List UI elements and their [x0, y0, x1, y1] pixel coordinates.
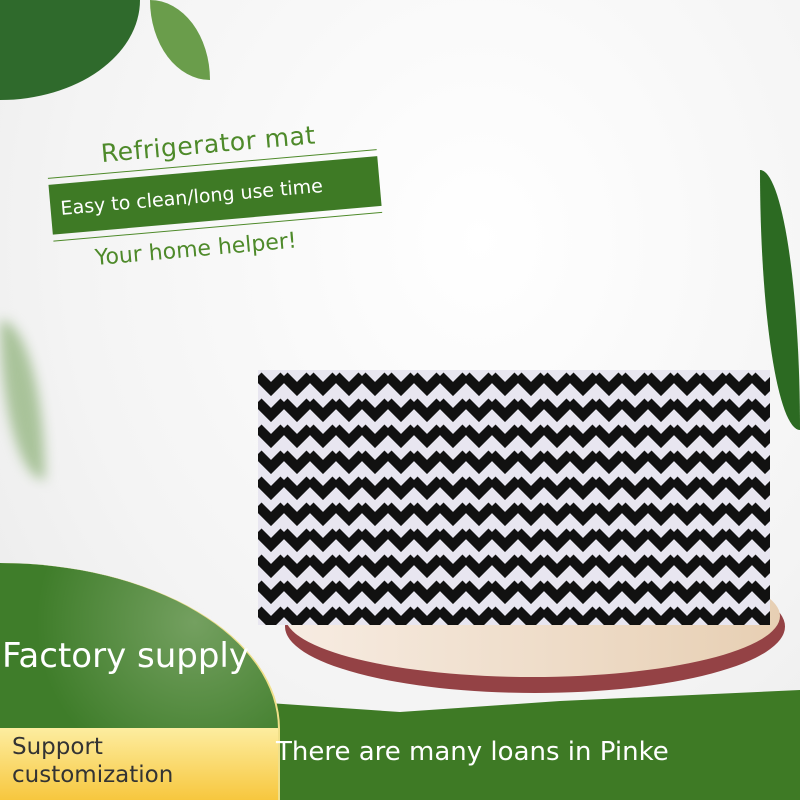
leaf-decoration-top-left [0, 0, 140, 100]
factory-supply-label: Factory supply [2, 636, 249, 676]
yellow-band [0, 728, 278, 800]
chevron-mat-image [258, 370, 770, 625]
feature-banner: Easy to clean/long use time [48, 156, 382, 235]
tagline: Your home helper! [93, 228, 298, 272]
footer-text: There are many loans in Pinke [276, 737, 669, 767]
green-badge-circle [0, 563, 280, 800]
support-customization-label: Support customization [12, 734, 174, 788]
title-block: Refrigerator mat Easy to clean/long use … [45, 116, 385, 274]
leaf-decoration-top [150, 0, 210, 80]
leaf-decoration-left-blur [0, 320, 45, 480]
